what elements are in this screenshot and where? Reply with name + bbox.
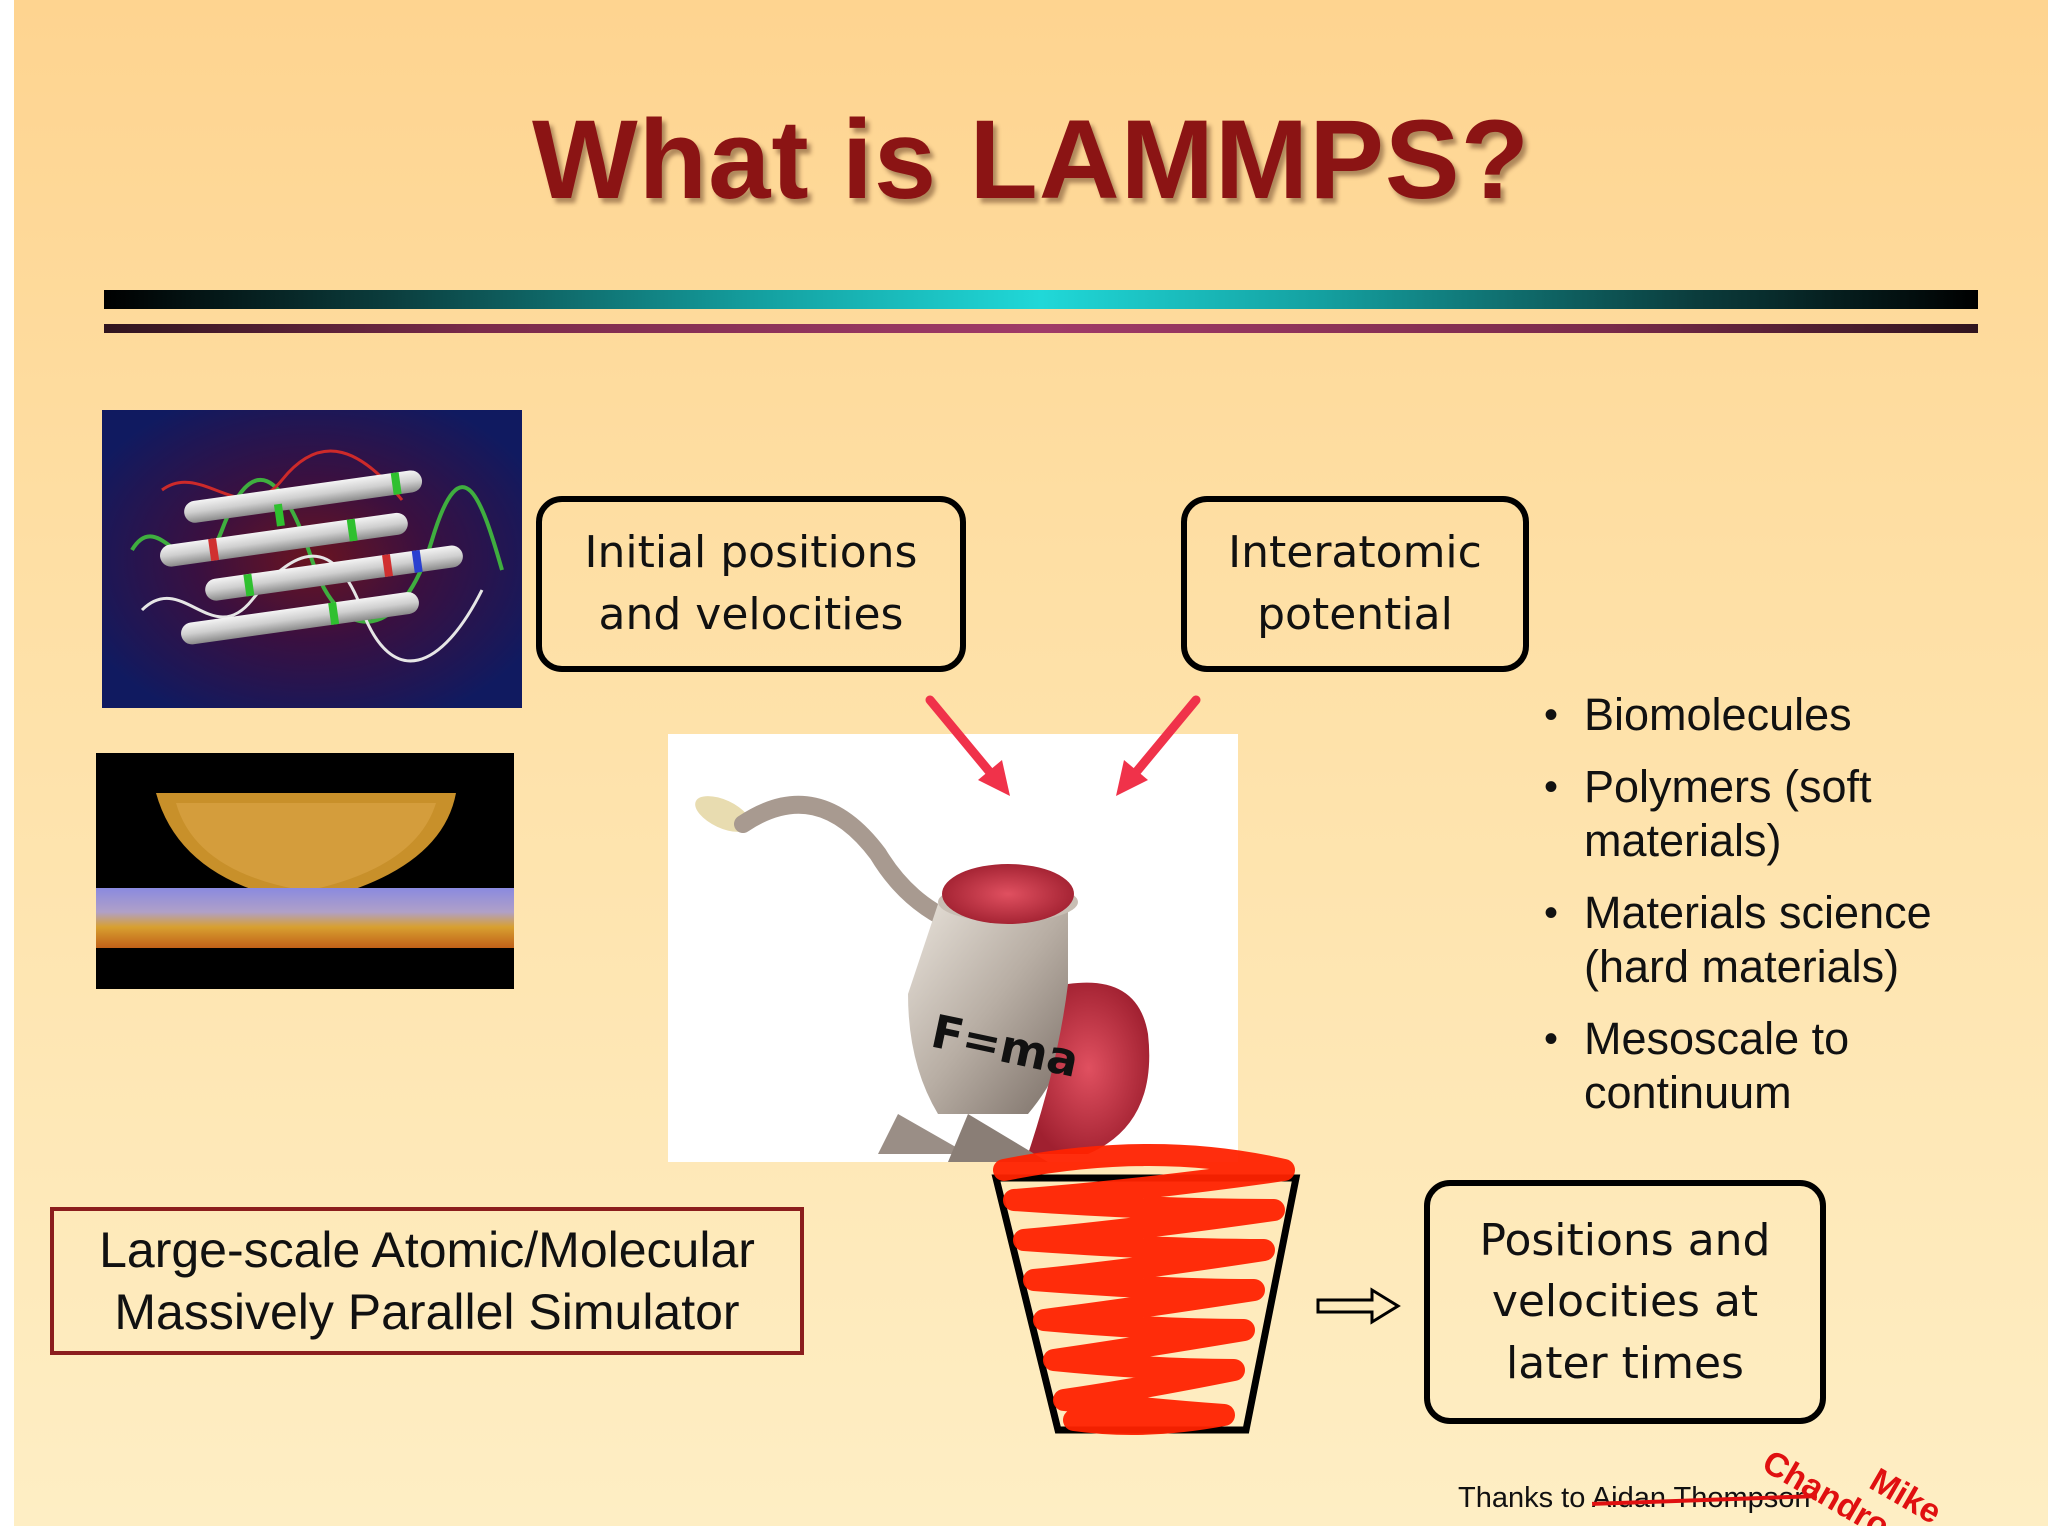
red-arrow-right-icon <box>1116 695 1201 796</box>
credit-line: Thanks to Aidan Thompson <box>1458 1482 1811 1515</box>
bullet-item: Mesoscale to continuum <box>1544 1012 2024 1120</box>
protein-simulation-image <box>102 410 522 708</box>
initial-conditions-box: Initial positions and velocities <box>536 496 966 672</box>
bullet-item: Biomolecules <box>1544 688 2024 742</box>
open-arrow-right-icon <box>1316 1287 1401 1325</box>
title-rule-gradient <box>104 290 1978 309</box>
bullet-item: Polymers (soft materials) <box>1544 760 2024 868</box>
slide: What is LAMMPS? <box>14 0 2048 1526</box>
interatomic-potential-box: Interatomic potential <box>1181 496 1529 672</box>
meat-grinder-image <box>668 734 1238 1162</box>
bullet-item: Materials science (hard materials) <box>1544 886 2024 994</box>
applications-list: Biomolecules Polymers (soft materials) M… <box>1544 688 2024 1138</box>
red-arrow-left-icon <box>925 695 1010 796</box>
credit-prefix: Thanks to <box>1458 1482 1592 1514</box>
droplet-simulation-image <box>96 753 514 989</box>
output-bowl-scribble-icon <box>991 1144 1301 1435</box>
title-rule-thin <box>104 324 1978 333</box>
lammps-acronym-box: Large-scale Atomic/Molecular Massively P… <box>50 1207 804 1355</box>
later-times-box: Positions and velocities at later times <box>1424 1180 1826 1424</box>
credit-name-struck: Aidan Thompson <box>1591 1482 1811 1514</box>
slide-title: What is LAMMPS? <box>531 97 1531 222</box>
